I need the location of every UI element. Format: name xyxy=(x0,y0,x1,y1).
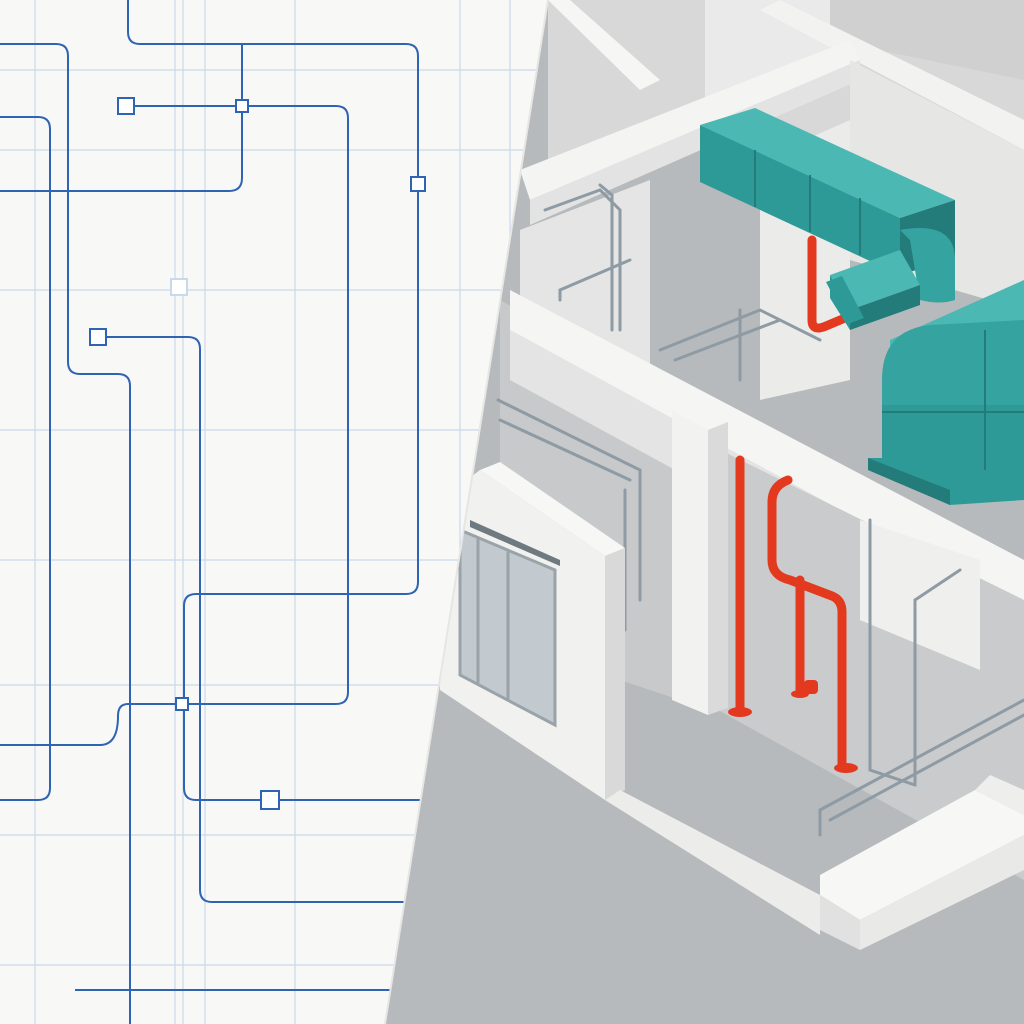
isometric-model xyxy=(385,0,1024,1024)
wall-face xyxy=(605,790,820,935)
pipe-riser-2 xyxy=(767,475,847,770)
schematic-plan xyxy=(0,0,548,1024)
wall-top xyxy=(820,790,1024,920)
pipe-riser-upper xyxy=(807,235,850,333)
route-left-return xyxy=(0,116,51,801)
fire-sprinkler-pipes xyxy=(735,235,850,770)
square-junction-icon xyxy=(117,97,135,115)
wall-face xyxy=(530,60,860,225)
wall-top xyxy=(548,0,660,90)
wall-face xyxy=(860,835,1024,950)
duct-elbow-icon xyxy=(900,228,955,303)
route-left-riser xyxy=(0,43,131,1024)
beam-wall-top xyxy=(510,290,1024,610)
conduits xyxy=(496,183,1024,837)
square-junction-icon xyxy=(410,176,426,192)
wall-side xyxy=(605,548,625,800)
square-junction-icon xyxy=(235,99,249,113)
wall-top xyxy=(760,0,1024,150)
route-center-drop xyxy=(0,105,349,746)
square-junction-icon xyxy=(89,328,107,346)
split-divider xyxy=(384,0,549,1024)
route-branch-top xyxy=(0,44,243,192)
square-junction-icon xyxy=(175,697,189,711)
upper-wall-shadow xyxy=(830,0,1024,80)
wall-top xyxy=(520,40,860,200)
schematic-routes xyxy=(0,0,430,1024)
lower-room-floor xyxy=(700,440,1024,880)
pipe-flanges xyxy=(728,680,858,773)
window xyxy=(458,520,560,728)
schematic-nodes xyxy=(89,97,426,810)
square-junction-icon xyxy=(260,790,280,810)
route-secondary xyxy=(98,336,410,903)
column-side xyxy=(708,422,728,715)
hvac-duct-lower xyxy=(868,280,1024,505)
route-main-loop xyxy=(127,0,430,801)
wall-top xyxy=(480,462,625,556)
column-face xyxy=(672,410,708,715)
square-junction-icon xyxy=(170,278,188,296)
wall-top xyxy=(975,775,1024,815)
hvac-duct-upper xyxy=(700,108,955,330)
wall-face xyxy=(820,895,860,950)
